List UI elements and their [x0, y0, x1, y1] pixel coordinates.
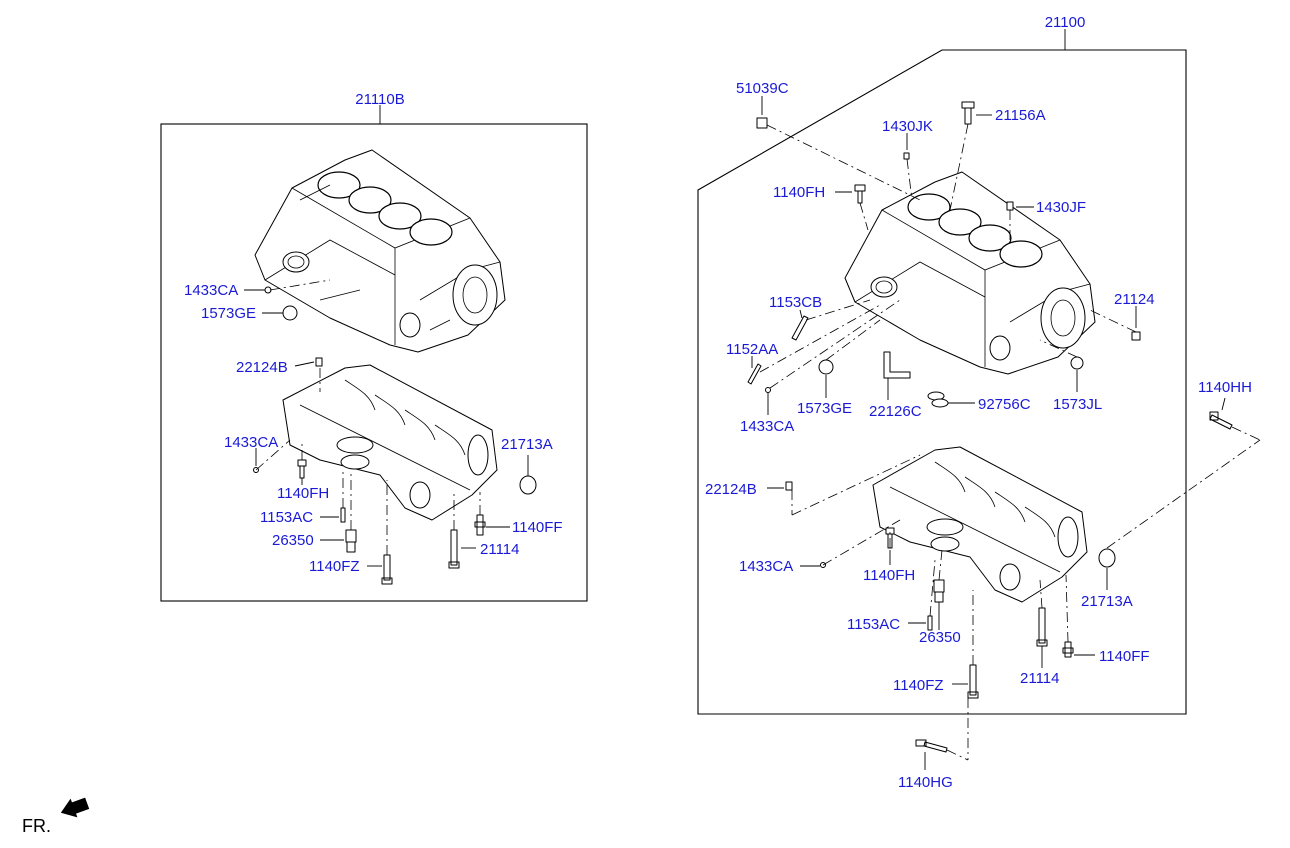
label-1573jl[interactable]: 1573JL	[1053, 396, 1102, 413]
label-1140fh-top[interactable]: 1140FH	[773, 184, 825, 201]
label-1433ca-lower[interactable]: 1433CA	[739, 558, 793, 575]
left-leaders	[244, 289, 529, 567]
label-1430jf[interactable]: 1430JF	[1036, 199, 1086, 216]
label-1140ff[interactable]: 1140FF	[1099, 648, 1150, 665]
front-arrow-icon	[60, 797, 90, 818]
label-22124b[interactable]: 22124B	[705, 481, 757, 498]
label-1573ge[interactable]: 1573GE	[201, 305, 256, 322]
label-92756c[interactable]: 92756C	[978, 396, 1031, 413]
label-51039c[interactable]: 51039C	[736, 80, 789, 97]
label-1153ac[interactable]: 1153AC	[260, 509, 313, 526]
right-upper-block-drawing	[844, 171, 1096, 375]
front-indicator: FR.	[22, 797, 90, 836]
label-21713a[interactable]: 21713A	[1081, 593, 1133, 610]
right-alignment-lines	[759, 123, 1261, 761]
label-26350[interactable]: 26350	[272, 532, 314, 549]
label-1140fz[interactable]: 1140FZ	[309, 558, 360, 575]
left-assembly-frame	[160, 123, 588, 602]
label-21114[interactable]: 21114	[480, 541, 520, 558]
left-assembly: 21110B	[160, 91, 588, 602]
label-1433ca[interactable]: 1433CA	[740, 418, 794, 435]
label-1573ge[interactable]: 1573GE	[797, 400, 852, 417]
label-1140hh[interactable]: 1140HH	[1198, 379, 1252, 396]
left-assembly-title[interactable]: 21110B	[355, 91, 405, 108]
label-26350[interactable]: 26350	[919, 629, 961, 646]
label-1430jk[interactable]: 1430JK	[882, 118, 933, 135]
label-1140fz[interactable]: 1140FZ	[893, 677, 944, 694]
label-22124b[interactable]: 22124B	[236, 359, 288, 376]
label-1140fh[interactable]: 1140FH	[863, 567, 915, 584]
label-22126c[interactable]: 22126C	[869, 403, 922, 420]
right-assembly-frame	[697, 49, 1187, 715]
label-21156a[interactable]: 21156A	[995, 107, 1046, 124]
front-label: FR.	[22, 816, 51, 836]
label-1153cb[interactable]: 1153CB	[769, 294, 822, 311]
label-1152aa[interactable]: 1152AA	[726, 341, 778, 358]
label-1140ff[interactable]: 1140FF	[512, 519, 563, 536]
left-alignment-lines	[255, 279, 481, 555]
left-lower-block-drawing	[282, 364, 498, 521]
right-assembly: 21100	[697, 14, 1261, 770]
right-leaders	[751, 96, 1226, 770]
right-lower-block-drawing	[872, 446, 1088, 603]
label-1433ca-lower[interactable]: 1433CA	[224, 434, 278, 451]
label-1140hg[interactable]: 1140HG	[898, 774, 953, 791]
left-upper-block-drawing	[254, 149, 506, 353]
label-21124[interactable]: 21124	[1114, 291, 1155, 308]
label-21713a[interactable]: 21713A	[501, 436, 553, 453]
label-1153ac[interactable]: 1153AC	[847, 616, 900, 633]
right-assembly-title[interactable]: 21100	[1045, 14, 1086, 31]
label-1433ca[interactable]: 1433CA	[184, 282, 238, 299]
label-21114[interactable]: 21114	[1020, 670, 1060, 687]
label-1140fh[interactable]: 1140FH	[277, 485, 329, 502]
